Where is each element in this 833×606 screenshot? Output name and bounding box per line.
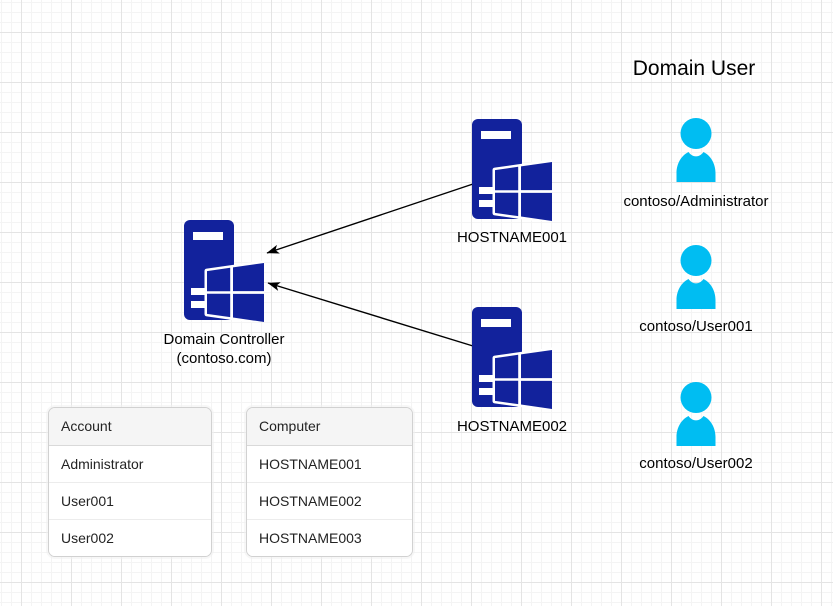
- diagram-title: Domain User: [632, 57, 756, 80]
- node-user-001[interactable]: [666, 244, 726, 314]
- table-row[interactable]: HOSTNAME002: [247, 483, 412, 520]
- computer-table[interactable]: Computer HOSTNAME001 HOSTNAME002 HOSTNAM…: [246, 407, 413, 557]
- table-row[interactable]: User001: [49, 483, 211, 520]
- account-table[interactable]: Account Administrator User001 User002: [48, 407, 212, 557]
- table-row[interactable]: User002: [49, 520, 211, 556]
- node-hostname002[interactable]: [472, 307, 555, 414]
- computer-table-header[interactable]: Computer: [247, 408, 412, 446]
- user-icon: [676, 382, 716, 446]
- server-icon: [472, 307, 555, 412]
- domain-controller-label[interactable]: Domain Controller (contoso.com): [164, 330, 285, 368]
- table-row[interactable]: HOSTNAME001: [247, 446, 412, 483]
- node-domain-controller[interactable]: [184, 220, 267, 327]
- hostname002-label[interactable]: HOSTNAME002: [456, 418, 568, 435]
- windows-logo-icon: [492, 347, 555, 412]
- windows-logo-icon: [204, 260, 267, 325]
- connector-hostname002-to-dc[interactable]: [267, 282, 474, 347]
- node-hostname001[interactable]: [472, 119, 555, 226]
- node-user-administrator[interactable]: [666, 117, 726, 187]
- domain-controller-domain: (contoso.com): [176, 350, 272, 367]
- domain-controller-server-icon: [184, 220, 267, 325]
- user-icon: [676, 118, 716, 182]
- hostname001-label[interactable]: HOSTNAME001: [456, 229, 568, 246]
- user-001-label[interactable]: contoso/User001: [639, 318, 753, 335]
- domain-controller-name: Domain Controller: [163, 331, 285, 348]
- account-table-header[interactable]: Account: [49, 408, 211, 446]
- node-user-002[interactable]: [666, 381, 726, 451]
- user-002-label[interactable]: contoso/User002: [639, 455, 753, 472]
- windows-logo-icon: [492, 159, 555, 224]
- user-icon: [676, 245, 716, 309]
- server-icon: [472, 119, 555, 224]
- user-administrator-label[interactable]: contoso/Administrator: [623, 193, 769, 210]
- connector-hostname001-to-dc[interactable]: [266, 183, 474, 254]
- table-row[interactable]: HOSTNAME003: [247, 520, 412, 556]
- table-row[interactable]: Administrator: [49, 446, 211, 483]
